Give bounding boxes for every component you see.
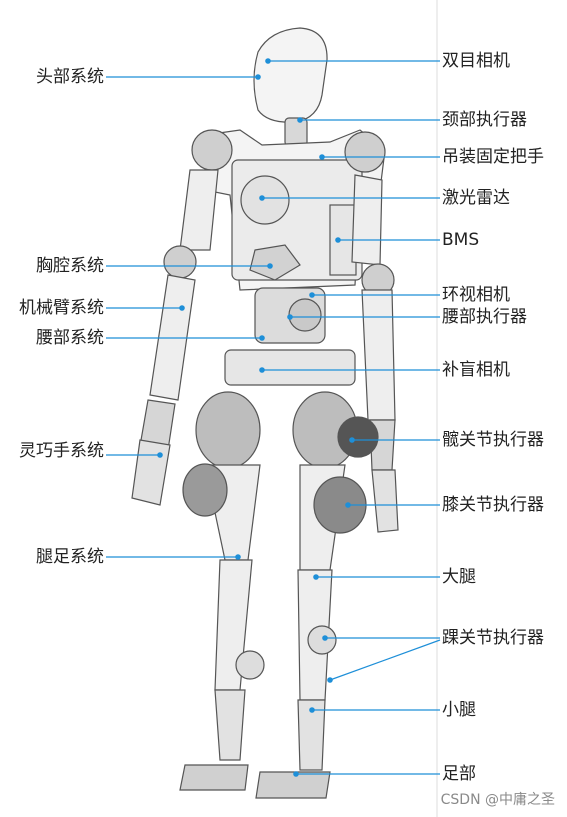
label-lidar: 激光雷达	[442, 188, 510, 208]
leader-dot-waist	[259, 335, 265, 341]
leader-dot-blind	[259, 367, 265, 373]
leader-dot-lidar	[259, 195, 265, 201]
label-head-system: 头部系统	[36, 67, 104, 87]
label-bms: BMS	[442, 230, 480, 250]
label-binocular-camera: 双目相机	[442, 51, 510, 71]
leader-dot-waist-act	[287, 314, 293, 320]
label-calf: 小腿	[442, 700, 476, 720]
leader-dot-neck	[297, 117, 303, 123]
label-neck-actuator: 颈部执行器	[442, 110, 527, 130]
label-knee-actuator: 膝关节执行器	[442, 495, 544, 515]
leader-dot-thigh	[313, 574, 319, 580]
label-foot: 足部	[442, 764, 476, 784]
leader-dot-bms	[335, 237, 341, 243]
leader-dot-hoist	[319, 154, 325, 160]
leader-lines	[106, 58, 441, 777]
leader-dot-ankle-a	[322, 635, 328, 641]
label-ankle-actuator: 踝关节执行器	[442, 628, 544, 648]
leader-dot-ankle-b	[327, 677, 333, 683]
leader-dot-knee	[345, 502, 351, 508]
leader-dot-binocular	[265, 58, 271, 64]
label-thigh: 大腿	[442, 567, 476, 587]
label-waist-actuator: 腰部执行器	[442, 307, 527, 327]
label-hand-system: 灵巧手系统	[19, 441, 104, 461]
leader-line-ankle-b	[329, 639, 441, 681]
label-waist-system: 腰部系统	[36, 328, 104, 348]
robot-illustration	[131, 27, 399, 799]
leader-dot-calf	[309, 707, 315, 713]
label-arm-system: 机械臂系统	[19, 298, 104, 318]
label-blind-spot-camera: 补盲相机	[442, 360, 510, 380]
leader-dot-foot	[293, 771, 299, 777]
label-leg-system: 腿足系统	[36, 547, 104, 567]
leader-dot-hand	[157, 452, 163, 458]
leader-dot-chest	[267, 263, 273, 269]
leader-dot-arm	[179, 305, 185, 311]
watermark: CSDN @中庸之圣	[440, 792, 555, 808]
label-chest-system: 胸腔系统	[36, 256, 104, 276]
leader-dot-head	[255, 74, 261, 80]
label-hoist-handle: 吊装固定把手	[442, 147, 544, 167]
label-hip-actuator: 髋关节执行器	[442, 430, 544, 450]
leader-dot-surround	[309, 292, 315, 298]
label-surround-camera: 环视相机	[442, 285, 510, 305]
leader-dot-hip	[349, 437, 355, 443]
leader-dot-leg	[235, 554, 241, 560]
